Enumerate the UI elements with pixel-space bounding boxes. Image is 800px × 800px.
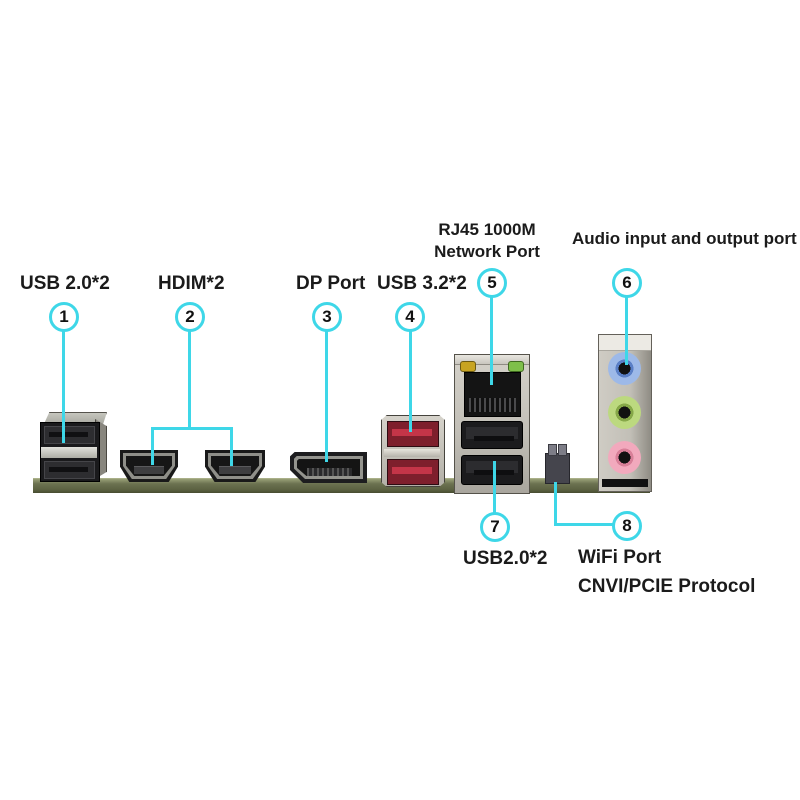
label-hdmi: HDIM*2 (158, 273, 225, 294)
usb-tongue (49, 467, 88, 472)
label-audio: Audio input and output port (572, 229, 797, 248)
hdmi-cavity (211, 456, 259, 476)
usb-tongue (392, 467, 432, 474)
usb2-receptacle-low (461, 455, 523, 485)
hdmi-slot (134, 466, 164, 474)
hdmi-port-2 (205, 450, 265, 482)
label-usb32: USB 3.2*2 (377, 273, 467, 294)
hdmi-port-1 (120, 450, 178, 482)
callout-4: 4 (395, 302, 425, 332)
callout-2: 2 (175, 302, 205, 332)
label-usb20-bottom: USB2.0*2 (463, 548, 548, 569)
leader-line-6 (625, 297, 628, 365)
usb-slot (466, 427, 518, 441)
hdmi-cavity (126, 456, 172, 476)
callout-8: 8 (612, 511, 642, 541)
leader-line-5 (490, 297, 493, 385)
usb2-receptacle-top (44, 426, 95, 444)
label-wifi-protocol: CNVI/PCIE Protocol (578, 576, 756, 597)
callout-5: 5 (477, 268, 507, 298)
callout-6: 6 (612, 268, 642, 298)
audio-jack-mic-pink (608, 441, 641, 474)
wifi-antenna-connector-1 (548, 444, 557, 456)
label-usb20-top: USB 2.0*2 (20, 273, 110, 294)
callout-7: 7 (480, 512, 510, 542)
rj45-pins (469, 398, 516, 412)
label-rj45-line1: RJ45 1000M (438, 220, 536, 239)
usb32-receptacle-bottom (387, 459, 439, 485)
displayport (290, 452, 367, 483)
audio-panel-bottom-slot (602, 479, 648, 487)
leader-line-1 (62, 331, 65, 443)
label-rj45-line2: Network Port (434, 242, 540, 261)
leader-line-4 (409, 331, 412, 432)
audio-jack-line-in-blue (608, 352, 641, 385)
usb2-receptacle-mid (461, 421, 523, 449)
leader-line-2-bar (151, 427, 233, 430)
usb2-dual-port (40, 412, 107, 482)
usb32-divider-band (384, 449, 440, 457)
usb-tongue (49, 432, 88, 437)
callout-3: 3 (312, 302, 342, 332)
leader-line-8-vertical (554, 482, 557, 526)
label-rj45: RJ45 1000M Network Port (431, 219, 543, 263)
leader-line-2-right (230, 427, 233, 466)
dp-slot (307, 468, 352, 476)
label-wifi: WiFi Port (578, 547, 662, 568)
hdmi-slot (219, 466, 251, 474)
usb2-divider-band (41, 447, 97, 458)
leader-line-3 (325, 331, 328, 462)
audio-jack-panel (598, 334, 652, 492)
leader-line-2-left (151, 427, 154, 465)
leader-line-8-horizontal (554, 523, 614, 526)
usb32-dual-port (381, 415, 445, 487)
usb-tongue (392, 429, 432, 436)
wifi-antenna-port (545, 444, 570, 484)
rj45-led-green (508, 361, 524, 372)
usb-slot (466, 461, 518, 475)
wifi-antenna-connector-2 (558, 444, 567, 456)
usb32-receptacle-top (387, 421, 439, 447)
leader-line-2-stem (188, 331, 191, 427)
usb2-receptacle-bottom (44, 461, 95, 479)
label-dp: DP Port (296, 273, 366, 294)
rj45-led-yellow (460, 361, 476, 372)
audio-jack-line-out-green (608, 396, 641, 429)
leader-line-7 (493, 461, 496, 513)
usb2-block-front (40, 422, 100, 482)
dp-cavity (297, 459, 360, 476)
usb-tongue (474, 436, 514, 441)
callout-1: 1 (49, 302, 79, 332)
